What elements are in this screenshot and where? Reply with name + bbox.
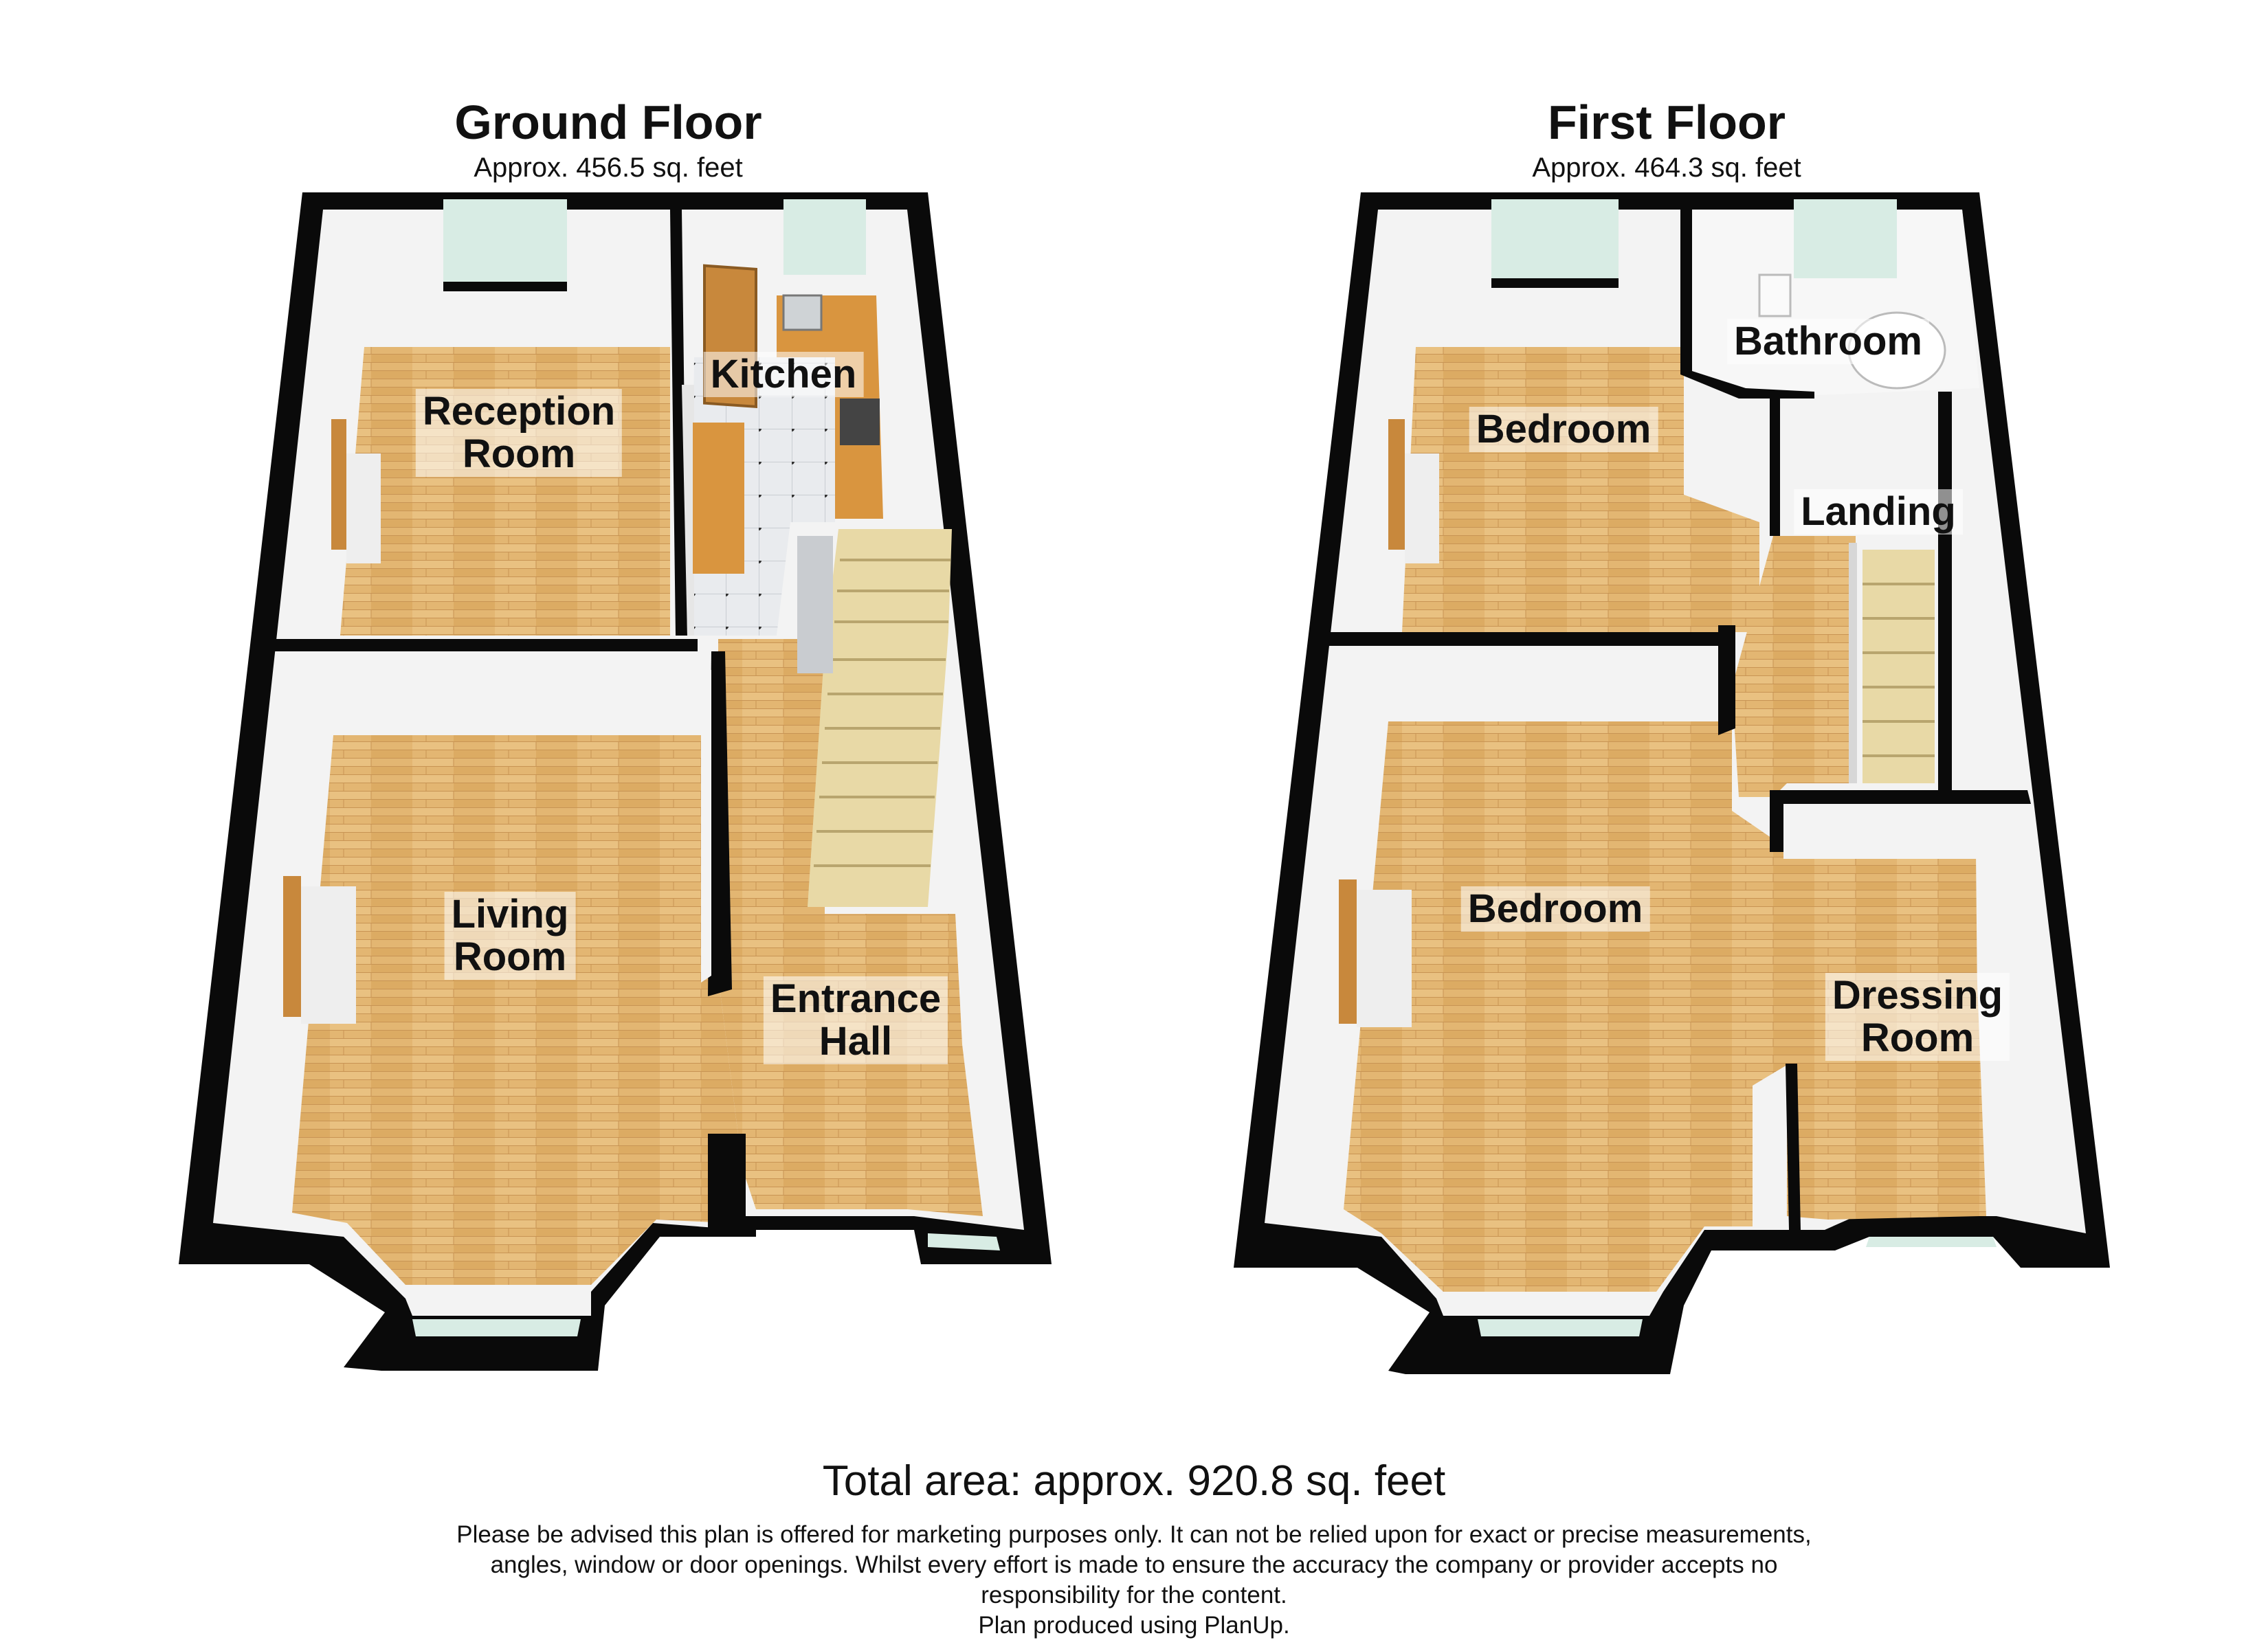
- back-bedroom-window: [1491, 199, 1619, 278]
- kitchen-sink: [782, 294, 823, 331]
- reception-room-label-line2: Room: [462, 431, 576, 476]
- living-hearth: [301, 886, 356, 1024]
- reception-room-label-line1: Reception: [422, 389, 616, 434]
- back-bedroom-fireplace: [1388, 419, 1405, 550]
- first-dressing-top-face: [1783, 804, 2024, 859]
- first-partition-dressing-side: [1786, 1064, 1801, 1230]
- first-floor-plan: [1234, 192, 2110, 1374]
- kitchen-island: [693, 423, 744, 574]
- landing-floor: [1732, 536, 1856, 797]
- ground-floor-plan: [179, 192, 1052, 1371]
- entrance-hall-label-line2: Hall: [819, 1019, 893, 1064]
- kitchen-label: Kitchen: [703, 352, 864, 397]
- bathroom-label: Bathroom: [1727, 319, 1929, 364]
- bathroom-window: [1794, 199, 1897, 278]
- dressing-room-label-line1: Dressing: [1832, 973, 2003, 1018]
- front-bedroom-hearth: [1357, 890, 1412, 1027]
- bathroom-toilet: [1758, 273, 1792, 317]
- kitchen-hob: [840, 399, 880, 445]
- ground-floor-area: Approx. 456.5 sq. feet: [474, 153, 743, 183]
- ground-partition-living-hall: [708, 651, 732, 996]
- total-area: Total area: approx. 920.8 sq. feet: [822, 1457, 1446, 1505]
- front-bedroom-label: Bedroom: [1460, 886, 1650, 932]
- first-landing-side: [1938, 392, 1952, 790]
- living-room-floor: [292, 735, 742, 1285]
- kitchen-window: [783, 199, 866, 275]
- hall-door-step: [928, 1233, 1000, 1250]
- front-bedroom-bay-window: [1478, 1319, 1643, 1336]
- disclaimer: Please be advised this plan is offered f…: [344, 1520, 1924, 1641]
- front-bedroom-fireplace: [1339, 879, 1357, 1024]
- reception-hearth: [346, 453, 381, 563]
- landing-label: Landing: [1794, 489, 1963, 535]
- plan-credit: Plan produced using PlanUp.: [978, 1612, 1290, 1639]
- disclaimer-line3: responsibility for the content.: [981, 1582, 1287, 1608]
- back-bedroom-window-cut: [1491, 278, 1619, 288]
- dressing-room-window: [1866, 1237, 1997, 1247]
- dressing-room-label-line2: Room: [1860, 1016, 1975, 1060]
- first-front-bedroom-top-wall: [1333, 646, 1718, 721]
- disclaimer-line2: angles, window or door openings. Whilst …: [490, 1551, 1778, 1578]
- ground-floor-title: Ground Floor: [454, 96, 762, 149]
- disclaimer-line1: Please be advised this plan is offered f…: [456, 1521, 1812, 1548]
- kitchen-worktop: [777, 295, 883, 519]
- living-room-label-line2: Room: [453, 934, 567, 979]
- reception-fireplace: [331, 419, 346, 550]
- living-room-label: Living Room: [444, 892, 576, 980]
- ground-staircase: [797, 529, 952, 907]
- ground-partition-reception-kitchen: [670, 210, 687, 636]
- ground-living-top-wall: [282, 651, 711, 734]
- first-partition-dressing-top: [1770, 790, 2031, 852]
- entrance-hall-floor: [718, 639, 983, 1216]
- living-fireplace: [283, 876, 301, 1017]
- first-staircase: [1849, 543, 1935, 783]
- living-bay-window: [412, 1319, 581, 1336]
- reception-window: [443, 199, 567, 282]
- first-floor-area: Approx. 464.3 sq. feet: [1532, 153, 1801, 183]
- bathroom-wall: [1680, 199, 1814, 399]
- landing-bath-wall: [1770, 395, 1780, 536]
- back-bedroom-hearth: [1405, 453, 1439, 563]
- first-partition-bedrooms: [1318, 632, 1732, 646]
- first-partition-landing: [1718, 625, 1735, 735]
- reception-room-label: Reception Room: [415, 389, 623, 477]
- entrance-hall-label: Entrance Hall: [763, 976, 948, 1064]
- dressing-room-label: Dressing Room: [1825, 973, 2010, 1061]
- living-room-label-line1: Living: [451, 892, 569, 936]
- ground-partition-living-hall-face: [701, 670, 711, 983]
- ground-partition-reception-kitchen-face: [682, 385, 694, 636]
- entrance-hall-label-line1: Entrance: [770, 976, 942, 1021]
- ground-partition-reception-living: [271, 639, 698, 651]
- reception-window-cut: [443, 282, 567, 291]
- back-bedroom-label: Bedroom: [1469, 407, 1658, 452]
- living-bay-return: [708, 1134, 746, 1230]
- first-floor-title: First Floor: [1547, 96, 1786, 149]
